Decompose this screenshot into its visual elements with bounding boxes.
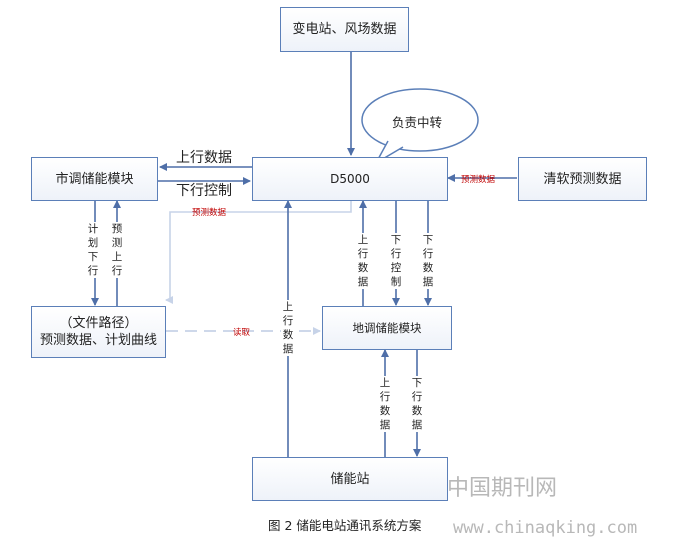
arrow-d5000-file xyxy=(165,200,352,304)
file-path-title: （文件路径） xyxy=(59,316,138,331)
label-read: 读取 xyxy=(233,328,251,338)
city-storage-module-box: 市调储能模块 xyxy=(31,157,158,201)
label-district-down-control: 下行控制 xyxy=(389,233,403,289)
label-up-data: 上行数据 xyxy=(176,150,232,166)
qingruan-forecast-box: 清软预测数据 xyxy=(518,157,647,201)
callout-text: 负责中转 xyxy=(392,115,443,130)
label-station-up-data: 上行数据 xyxy=(378,376,392,432)
watermark-cn: 中国期刊网 xyxy=(447,476,558,501)
file-path-box: （文件路径） 预测数据、计划曲线 xyxy=(31,306,166,358)
label-district-down-data: 下行数据 xyxy=(421,233,435,289)
label-city-plan-down: 计划下行 xyxy=(86,222,100,278)
figure-caption: 图 2 储能电站通讯系统方案 xyxy=(268,518,422,533)
label-forecast-data-right: 预测数据 xyxy=(461,175,496,185)
label-forecast-data-left: 预测数据 xyxy=(192,208,227,218)
label-city-forecast-up: 预测上行 xyxy=(110,222,124,278)
storage-station-box: 储能站 xyxy=(252,457,448,501)
label-station-down-data: 下行数据 xyxy=(410,376,424,432)
callout-bubble xyxy=(361,88,479,152)
watermark-url: www.chinaqking.com xyxy=(453,518,638,538)
substation-data-box: 变电站、风场数据 xyxy=(280,7,409,52)
label-district-up-data: 上行数据 xyxy=(356,233,370,289)
file-path-content: 预测数据、计划曲线 xyxy=(39,333,157,348)
label-mid-up-data: 上行数据 xyxy=(281,300,295,356)
label-down-control: 下行控制 xyxy=(176,183,232,199)
district-storage-module-box: 地调储能模块 xyxy=(322,306,452,350)
d5000-box: D5000 xyxy=(252,157,448,201)
